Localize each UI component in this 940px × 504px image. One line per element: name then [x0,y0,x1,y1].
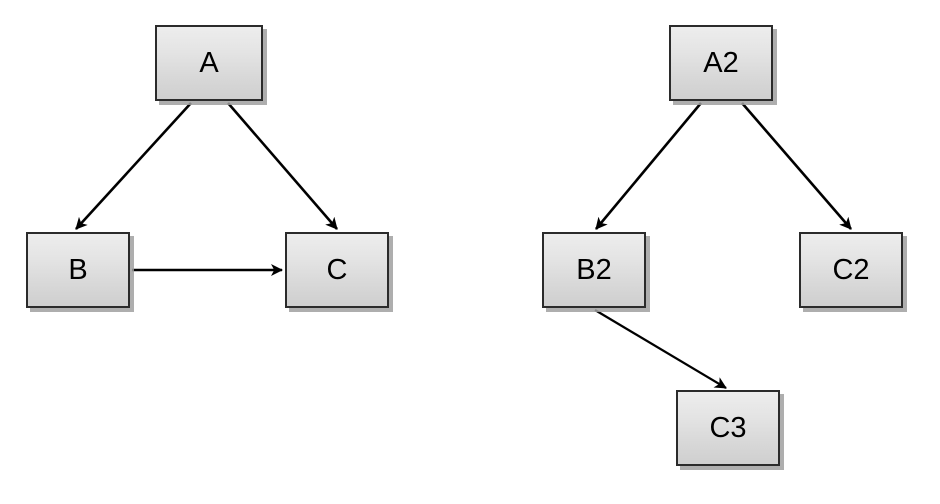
node-C-label: C [326,253,348,286]
node-C[interactable]: C [285,232,389,308]
node-C3-label: C3 [709,411,747,444]
node-A2-label: A2 [703,46,739,79]
node-B-label: B [68,253,88,286]
node-C2[interactable]: C2 [799,232,903,308]
node-C3[interactable]: C3 [676,390,780,466]
edge-A-to-B [75,102,192,230]
edge-A2-to-C2 [741,102,852,230]
node-C2-label: C2 [832,253,870,286]
node-B2-label: B2 [576,253,612,286]
edge-A-to-C [227,102,338,230]
node-A-label: A [199,46,219,79]
node-B2[interactable]: B2 [542,232,646,308]
edge-A2-to-B2 [595,102,702,230]
edge-B2-to-C3 [594,309,727,389]
node-A[interactable]: A [155,25,263,101]
node-A2[interactable]: A2 [669,25,773,101]
node-B[interactable]: B [26,232,130,308]
